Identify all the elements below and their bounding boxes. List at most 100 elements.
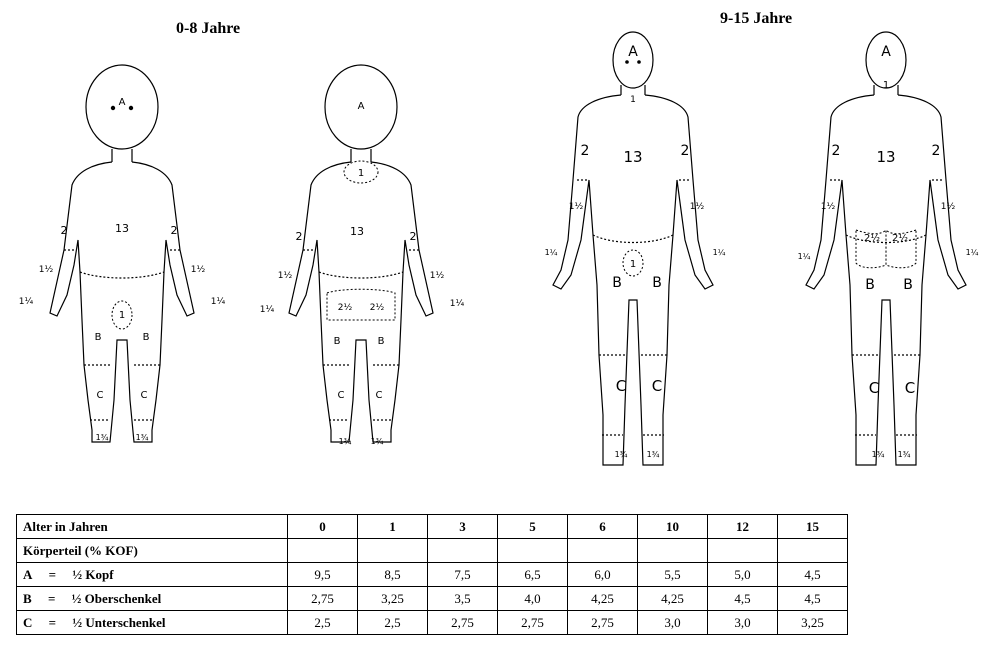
label-thigh: B <box>865 277 875 293</box>
label-upper-arm: 2 <box>296 230 303 243</box>
label-upper-arm: 2 <box>932 143 941 159</box>
eye-icon <box>111 106 115 110</box>
label-hand: 1¼ <box>260 305 275 315</box>
equals-sign: = <box>32 567 72 583</box>
value-cell: 4,5 <box>778 563 848 587</box>
label-buttock: 2½ <box>892 232 908 244</box>
label-upper-arm: 2 <box>581 143 590 159</box>
label-trunk: 13 <box>623 148 642 166</box>
label-forearm: 1½ <box>191 265 206 275</box>
table-subheader-row: Körperteil (% KOF) <box>17 539 848 563</box>
label-buttock: 2½ <box>864 232 880 244</box>
label-forearm: 1½ <box>569 202 584 212</box>
label-forearm: 1½ <box>39 265 54 275</box>
label-lower-leg: C <box>652 377 662 395</box>
table-row: A=½ Kopf 9,5 8,5 7,5 6,5 6,0 5,5 5,0 4,5 <box>17 563 848 587</box>
figure-teen-back: A 1 13 2 2 1½ 1½ 1¼ 1¼ 2½ 2½ B B C C 1¾ … <box>798 32 979 465</box>
label-head: A <box>119 97 126 108</box>
equals-sign: = <box>32 591 72 607</box>
label-neck: 1 <box>630 95 636 105</box>
value-cell: 3,5 <box>428 587 498 611</box>
label-thigh: B <box>95 332 102 343</box>
label-foot: 1¾ <box>647 450 660 459</box>
bodypart-header: Körperteil (% KOF) <box>17 539 288 563</box>
label-forearm: 1½ <box>278 271 293 281</box>
age-cell: 0 <box>288 515 358 539</box>
label-upper-arm: 2 <box>832 143 841 159</box>
label-trunk: 13 <box>350 225 364 238</box>
figure-teen-front: A 1 13 2 2 1½ 1½ 1¼ 1¼ 1 B B C C 1¾ 1¾ <box>545 32 726 465</box>
kof-table: Alter in Jahren 0 1 3 5 6 10 12 15 Körpe… <box>16 514 848 635</box>
label-hand: 1¼ <box>450 299 465 309</box>
label-thigh: B <box>652 275 662 291</box>
label-hand: 1¼ <box>966 248 979 257</box>
value-cell: 4,0 <box>498 587 568 611</box>
value-cell: 3,25 <box>778 611 848 635</box>
value-cell: 4,5 <box>708 587 778 611</box>
row-part: ½ Unterschenkel <box>72 615 165 630</box>
label-trunk: 13 <box>115 222 129 235</box>
label-forearm: 1½ <box>690 202 705 212</box>
value-cell: 8,5 <box>358 563 428 587</box>
label-trunk: 13 <box>876 148 895 166</box>
value-cell: 5,0 <box>708 563 778 587</box>
value-cell: 2,75 <box>498 611 568 635</box>
label-head: A <box>628 44 638 60</box>
eye-icon <box>625 60 629 64</box>
row-letter: A <box>23 567 32 582</box>
row-label: A=½ Kopf <box>17 563 288 587</box>
row-label: C=½ Unterschenkel <box>17 611 288 635</box>
figure-child-front: A 13 2 2 1½ 1½ 1¼ 1¼ 1 B B C C 1¾ 1¾ <box>19 65 226 442</box>
label-hand: 1¼ <box>713 248 726 257</box>
row-part: ½ Kopf <box>72 567 113 582</box>
body-surface-diagram: A 13 2 2 1½ 1½ 1¼ 1¼ 1 B B C C 1¾ 1¾ A 1… <box>0 0 982 500</box>
eye-icon <box>637 60 641 64</box>
table-row: B=½ Oberschenkel 2,75 3,25 3,5 4,0 4,25 … <box>17 587 848 611</box>
label-lower-leg: C <box>338 390 345 401</box>
label-forearm: 1½ <box>821 202 836 212</box>
label-buttock: 2½ <box>338 303 353 313</box>
label-upper-arm: 2 <box>410 230 417 243</box>
table-header-row: Alter in Jahren 0 1 3 5 6 10 12 15 <box>17 515 848 539</box>
label-lower-leg: C <box>376 390 383 401</box>
value-cell: 6,5 <box>498 563 568 587</box>
age-cell: 3 <box>428 515 498 539</box>
value-cell: 4,25 <box>568 587 638 611</box>
value-cell: 6,0 <box>568 563 638 587</box>
label-upper-arm: 2 <box>171 224 178 237</box>
label-lower-leg: C <box>616 377 626 395</box>
value-cell: 2,5 <box>288 611 358 635</box>
label-thigh: B <box>612 275 622 291</box>
label-forearm: 1½ <box>430 271 445 281</box>
value-cell: 2,5 <box>358 611 428 635</box>
label-neck: 1 <box>358 168 364 179</box>
label-thigh: B <box>378 336 385 347</box>
label-thigh: B <box>903 277 913 293</box>
label-hand: 1¼ <box>211 297 226 307</box>
age-header: Alter in Jahren <box>17 515 288 539</box>
value-cell: 4,25 <box>638 587 708 611</box>
age-cell: 6 <box>568 515 638 539</box>
label-genital: 1 <box>630 259 636 270</box>
label-hand: 1¼ <box>545 248 558 257</box>
value-cell: 9,5 <box>288 563 358 587</box>
row-letter: B <box>23 591 32 606</box>
row-letter: C <box>23 615 32 630</box>
figure-child-back: A 1 13 2 2 1½ 1½ 1¼ 1¼ 2½ 2½ B B C C 1¾ … <box>260 65 465 446</box>
label-lower-leg: C <box>97 390 104 401</box>
value-cell: 5,5 <box>638 563 708 587</box>
value-cell: 4,5 <box>778 587 848 611</box>
age-cell: 10 <box>638 515 708 539</box>
value-cell: 2,75 <box>428 611 498 635</box>
value-cell: 7,5 <box>428 563 498 587</box>
label-buttock: 2½ <box>370 303 385 313</box>
label-foot: 1¾ <box>898 450 911 459</box>
age-cell: 5 <box>498 515 568 539</box>
row-part: ½ Oberschenkel <box>72 591 162 606</box>
label-lower-leg: C <box>141 390 148 401</box>
label-neck: 1 <box>883 80 889 91</box>
label-foot: 1¾ <box>339 437 352 446</box>
label-head: A <box>358 101 365 112</box>
label-forearm: 1½ <box>941 202 956 212</box>
label-head: A <box>881 44 891 60</box>
